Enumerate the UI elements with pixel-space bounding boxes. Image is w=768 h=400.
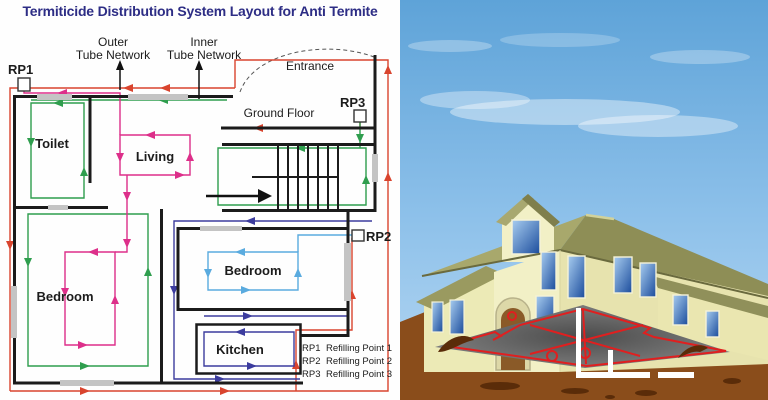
- roof-ridge: [585, 213, 615, 221]
- dormer-window: [511, 219, 541, 255]
- inner-tube-label-line1: Inner: [190, 35, 217, 49]
- dormer-roof-right: [522, 194, 560, 227]
- left-wing-window-1: [431, 301, 444, 333]
- refill-pipes: [576, 308, 694, 378]
- stairs-direction-arrow: [206, 189, 272, 203]
- left-wing-window-2: [449, 299, 465, 335]
- room-label-bedroom-right: Bedroom: [224, 263, 281, 278]
- pipe-segment: [658, 372, 694, 378]
- walls: [13, 55, 377, 385]
- right-wing-window-2: [705, 310, 720, 338]
- right-wing-roof: [652, 276, 768, 318]
- entrance-label: Entrance: [286, 59, 334, 73]
- refill-point-markers: [17, 77, 367, 242]
- right-face-window-3: [639, 262, 657, 298]
- left-wing-roof: [416, 266, 504, 310]
- left-face-window-upper: [540, 251, 557, 291]
- plan-title: Termiticide Distribution System Layout f…: [22, 3, 378, 19]
- inner-tube-arrows: [24, 96, 370, 370]
- legend-label-2: Refilling Point 2: [326, 356, 392, 367]
- outer-tube-network-lines: [9, 59, 389, 392]
- rp2-marker: [351, 229, 365, 242]
- pipe-stub: [608, 350, 613, 376]
- outer-tube-label-line2: Tube Network: [76, 48, 151, 62]
- outer-tube-label-line1: Outer: [98, 35, 128, 49]
- ground-floor-label: Ground Floor: [244, 106, 315, 120]
- inner-tube-label-line2: Tube Network: [167, 48, 242, 62]
- right-face-window-2: [613, 256, 633, 294]
- right-wing-window-1: [672, 294, 689, 326]
- legend-code-3: RP3: [302, 369, 320, 380]
- wall-openings: [11, 94, 378, 386]
- staircase: [252, 146, 339, 209]
- room-label-toilet: Toilet: [35, 136, 69, 151]
- soil-patches: [438, 336, 741, 399]
- slab-tubing-network: [444, 307, 727, 368]
- legend: RP1 Refilling Point 1 RP2 Refilling Poin…: [302, 343, 392, 380]
- dormer-roof-left: [496, 194, 534, 226]
- room-label-living: Living: [136, 149, 174, 164]
- kitchen-tube-arrows: [170, 217, 257, 383]
- clouds: [408, 33, 750, 137]
- rp1-label: RP1: [8, 62, 33, 77]
- right-face-window-1: [567, 255, 586, 299]
- rp1-tube-network-lines: [23, 91, 191, 346]
- house-cutaway-illustration: [400, 0, 768, 400]
- pipe-vertical: [576, 308, 581, 378]
- legend-label-3: Refilling Point 3: [326, 369, 392, 380]
- foundation-slab: [435, 305, 730, 368]
- bedroom-tube-arrows: [204, 248, 302, 294]
- legend-code-1: RP1: [302, 343, 320, 354]
- floor-plan-diagram: RP1 RP3 RP2 Outer Tube Network Inner Tub…: [6, 35, 392, 395]
- kitchen-tube-network-lines: [173, 220, 372, 380]
- house-illustration-panel: [400, 0, 768, 400]
- rp1-marker: [17, 77, 31, 92]
- room-label-kitchen: Kitchen: [216, 342, 264, 357]
- floor-plan-panel: Termiticide Distribution System Layout f…: [6, 3, 393, 395]
- rp3-label: RP3: [340, 95, 365, 110]
- legend-label-1: Refilling Point 1: [326, 343, 392, 354]
- tube-label-pointers: [116, 60, 203, 99]
- legend-code-2: RP2: [302, 356, 320, 367]
- rp2-label: RP2: [366, 229, 391, 244]
- roof-right-slope: [560, 215, 768, 298]
- entrance-arc: [239, 48, 375, 93]
- rp1-tube-arrows: [57, 89, 194, 349]
- room-label-bedroom-left: Bedroom: [36, 289, 93, 304]
- rp3-marker: [353, 109, 367, 123]
